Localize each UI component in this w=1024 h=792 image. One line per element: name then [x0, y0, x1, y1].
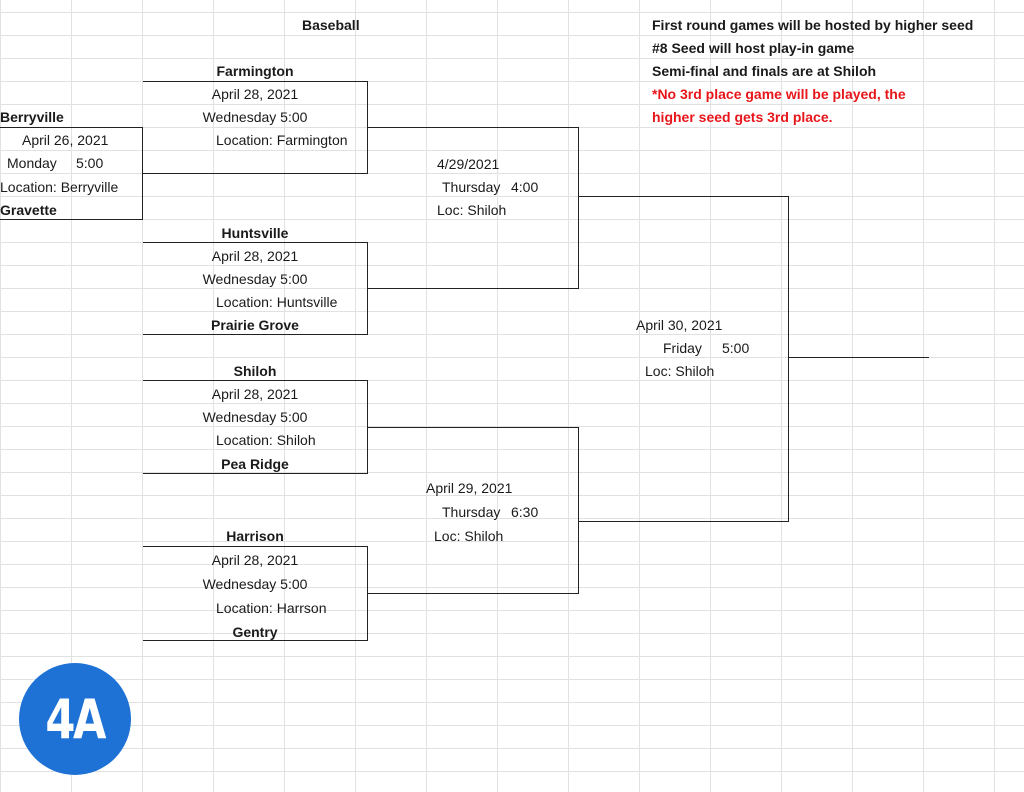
bracket-line	[143, 546, 368, 547]
sf1-date: 4/29/2021	[437, 156, 500, 172]
bracket-line	[578, 196, 789, 197]
r1g1-team1: Farmington	[216, 63, 294, 79]
bracket-line	[143, 380, 368, 381]
bracket-line	[0, 219, 143, 220]
sf1-time: 4:00	[511, 179, 539, 195]
final-date: April 30, 2021	[636, 317, 723, 333]
r1g1-date: April 28, 2021	[211, 86, 299, 102]
bracket-line	[143, 473, 368, 474]
playin-day: Monday	[7, 155, 57, 171]
final-time: 5:00	[722, 340, 750, 356]
r1g2-time: Wednesday 5:00	[202, 271, 308, 287]
bracket-line	[0, 127, 143, 128]
r1g3-time: Wednesday 5:00	[202, 409, 308, 425]
bracket-line	[578, 427, 579, 594]
sf1-day: Thursday	[442, 179, 501, 195]
note-3: Semi-final and finals are at Shiloh	[652, 63, 877, 79]
playin-time: 5:00	[76, 155, 104, 171]
note-1: First round games will be hosted by high…	[652, 17, 974, 33]
sheet-title: Baseball	[302, 17, 360, 33]
playin-date: April 26, 2021	[22, 132, 109, 148]
r1g4-location: Location: Harrson	[216, 600, 327, 616]
note-red-1: *No 3rd place game will be played, the	[652, 86, 906, 102]
sf1-location: Loc: Shiloh	[437, 202, 507, 218]
bracket-line	[788, 357, 929, 358]
bracket-line	[367, 427, 579, 428]
bracket-line	[143, 334, 368, 335]
r1g2-team1: Huntsville	[221, 225, 289, 241]
playin-team1: Berryville	[0, 109, 64, 125]
bracket-line	[788, 196, 789, 522]
sf2-date: April 29, 2021	[426, 480, 513, 496]
bracket-line	[367, 127, 368, 174]
r1g1-location: Location: Farmington	[216, 132, 348, 148]
note-2: #8 Seed will host play-in game	[652, 40, 855, 56]
bracket-line	[367, 127, 579, 128]
r1g4-time: Wednesday 5:00	[202, 576, 308, 592]
4a-logo: 4A	[19, 663, 131, 775]
r1g4-team2: Gentry	[232, 624, 278, 640]
r1g2-date: April 28, 2021	[211, 248, 299, 264]
sf2-day: Thursday	[442, 504, 501, 520]
r1g4-date: April 28, 2021	[211, 552, 299, 568]
r1g4-team1: Harrison	[226, 528, 284, 544]
final-day: Friday	[663, 340, 702, 356]
final-location: Loc: Shiloh	[645, 363, 715, 379]
playin-team2: Gravette	[0, 202, 57, 218]
r1g1-time: Wednesday 5:00	[202, 109, 308, 125]
bracket-line	[143, 173, 368, 174]
sf2-location: Loc: Shiloh	[434, 528, 504, 544]
r1g2-team2: Prairie Grove	[211, 317, 299, 333]
bracket-line	[143, 640, 368, 641]
r1g3-location: Location: Shiloh	[216, 432, 316, 448]
bracket-line	[142, 127, 143, 220]
sf2-time: 6:30	[511, 504, 539, 520]
bracket-line	[367, 81, 368, 129]
r1g3-date: April 28, 2021	[211, 386, 299, 402]
playin-location: Location: Berryville	[0, 179, 119, 195]
bracket-line	[143, 242, 368, 243]
r1g2-location: Location: Huntsville	[216, 294, 338, 310]
r1g3-team1: Shiloh	[233, 363, 277, 379]
r1g3-team2: Pea Ridge	[221, 456, 289, 472]
bracket-line	[143, 81, 368, 82]
logo-text: 4A	[45, 687, 107, 751]
bracket-line	[578, 127, 579, 289]
bracket-line	[578, 521, 789, 522]
note-red-2: higher seed gets 3rd place.	[652, 109, 833, 125]
bracket-line	[367, 288, 579, 289]
bracket-line	[367, 593, 579, 594]
